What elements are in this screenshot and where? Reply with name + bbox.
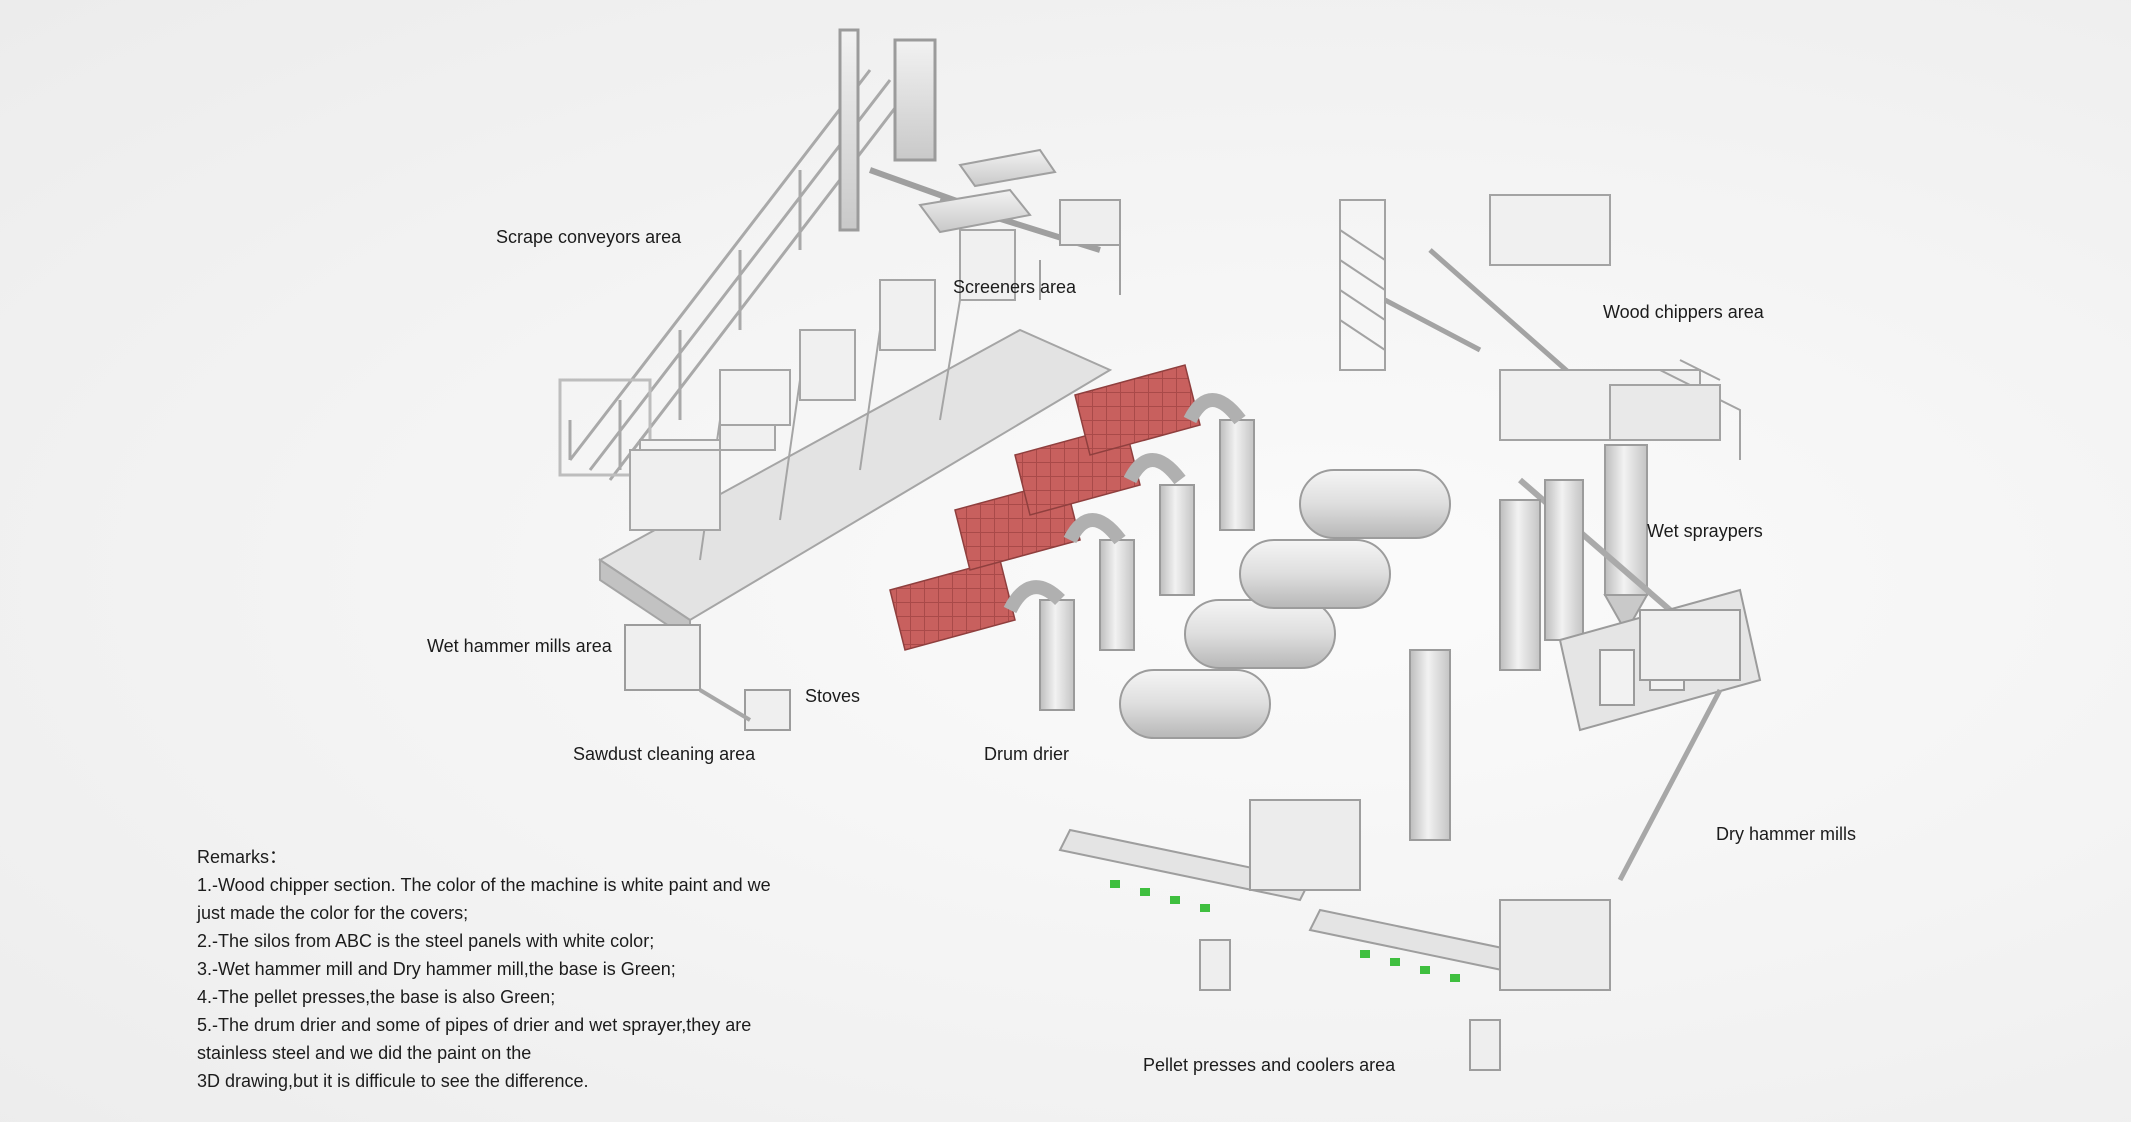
- wet-hammer-mills-label: Wet hammer mills area: [427, 636, 612, 656]
- remarks-line: 3D drawing,but it is difficule to see th…: [197, 1071, 589, 1091]
- cyclones: [1003, 393, 1255, 711]
- remarks-line: 4.-The pellet presses,the base is also G…: [197, 987, 556, 1007]
- sawdust-cleaning-structure: [624, 624, 791, 731]
- screeners-structure: [918, 148, 1121, 300]
- remarks-line: just made the color for the covers;: [197, 903, 469, 923]
- pellet-press-green-bases: [1110, 880, 1460, 982]
- scrape-conveyors-structure: [558, 28, 1101, 481]
- wood-chippers-structure: [1339, 194, 1741, 460]
- dry-hammer-mills-label: Dry hammer mills: [1716, 824, 1857, 844]
- remarks-title: Remarks：: [197, 847, 288, 867]
- wet-spraypers-label: Wet spraypers: [1647, 521, 1763, 541]
- sawdust-cleaning-label: Sawdust cleaning area: [573, 744, 756, 764]
- wet-hammer-mills-platform: [598, 229, 1113, 642]
- remarks-line: 5.-The drum drier and some of pipes of d…: [197, 1015, 752, 1035]
- stoves-label: Stoves: [805, 686, 861, 706]
- remarks-line: 1.-Wood chipper section. The color of th…: [197, 875, 771, 895]
- remarks-line: 2.-The silos from ABC is the steel panel…: [197, 931, 655, 951]
- wood-chippers-label: Wood chippers area: [1603, 302, 1764, 322]
- pellet-presses-label: Pellet presses and coolers area: [1143, 1055, 1396, 1075]
- pellet-presses-and-coolers: [1058, 799, 1611, 1071]
- screeners-label: Screeners area: [953, 277, 1077, 297]
- stoves: [889, 364, 1201, 651]
- drum-driers: [1119, 469, 1451, 739]
- drum-drier-label: Drum drier: [984, 744, 1070, 764]
- remarks-block: Remarks： 1.-Wood chipper section. The co…: [197, 843, 797, 1095]
- dry-hammer-mills: [1409, 479, 1762, 882]
- remarks-line: 3.-Wet hammer mill and Dry hammer mill,t…: [197, 959, 676, 979]
- scrape-conveyors-label: Scrape conveyors area: [496, 227, 682, 247]
- remarks-line: stainless steel and we did the paint on …: [197, 1043, 532, 1063]
